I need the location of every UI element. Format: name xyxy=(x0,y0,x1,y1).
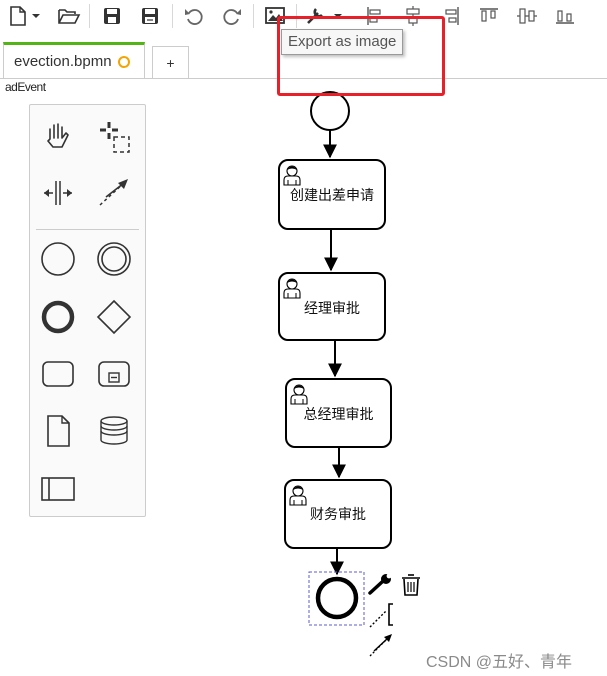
hand-icon xyxy=(47,123,69,148)
redo-button[interactable] xyxy=(218,4,246,28)
new-diagram-button[interactable] xyxy=(6,4,42,28)
create-intermediate-event[interactable] xyxy=(94,239,134,279)
tool-palette xyxy=(29,104,146,517)
context-pad-annotation-icon[interactable] xyxy=(369,603,393,628)
unsaved-indicator-icon xyxy=(117,55,130,68)
open-button[interactable] xyxy=(55,4,83,28)
context-pad-delete-icon[interactable] xyxy=(402,574,420,596)
tab-divider xyxy=(0,78,607,79)
global-connect-tool[interactable] xyxy=(94,173,134,213)
tab-evection-bpmn[interactable]: evection.bpmn xyxy=(3,42,145,78)
align-bottom-icon xyxy=(556,10,574,24)
end-event[interactable] xyxy=(315,576,359,620)
subprocess-icon xyxy=(98,361,130,387)
toolbar xyxy=(0,0,607,34)
tab-bar: evection.bpmn + xyxy=(0,42,607,79)
lasso-tool[interactable] xyxy=(94,117,134,157)
align-middle-button[interactable] xyxy=(514,4,540,28)
align-right-button[interactable] xyxy=(438,4,464,28)
create-data-store[interactable] xyxy=(94,411,134,451)
save-icon xyxy=(104,8,120,24)
create-start-event[interactable] xyxy=(38,239,78,279)
pool-icon xyxy=(41,477,75,501)
align-middle-icon xyxy=(517,8,537,24)
align-top-icon xyxy=(480,8,498,22)
end-event-icon xyxy=(41,300,75,334)
task-icon xyxy=(42,361,74,387)
space-tool[interactable] xyxy=(38,173,78,213)
create-end-event[interactable] xyxy=(38,297,78,337)
create-data-object[interactable] xyxy=(38,411,78,451)
align-bottom-button[interactable] xyxy=(552,4,578,28)
start-event-icon xyxy=(41,242,75,276)
task-label: 财务审批 xyxy=(310,506,366,522)
tab-label: evection.bpmn xyxy=(14,53,112,70)
undo-button[interactable] xyxy=(180,4,208,28)
data-object-icon xyxy=(47,415,70,447)
align-right-icon xyxy=(445,7,459,25)
create-subprocess[interactable] xyxy=(94,354,134,394)
save-as-button[interactable] xyxy=(136,4,164,28)
intermediate-event-icon xyxy=(97,242,131,276)
highlight-annotation-box xyxy=(277,16,445,96)
gateway-icon xyxy=(96,299,132,335)
file-icon xyxy=(10,6,40,26)
connect-arrow-icon xyxy=(99,179,128,206)
folder-open-icon xyxy=(58,9,81,24)
overlapping-label: adEvent xyxy=(5,80,46,94)
undo-icon xyxy=(185,9,203,25)
add-tab-button[interactable]: + xyxy=(152,46,189,78)
save-button[interactable] xyxy=(98,4,126,28)
selection-outline xyxy=(308,571,365,626)
align-top-button[interactable] xyxy=(476,4,502,28)
data-store-icon xyxy=(100,416,128,445)
palette-separator xyxy=(36,229,139,230)
export-tooltip: Export as image xyxy=(281,29,404,55)
space-tool-icon xyxy=(44,181,72,205)
task-manager-approval[interactable] xyxy=(278,272,386,341)
create-pool[interactable] xyxy=(38,469,78,509)
create-task[interactable] xyxy=(38,354,78,394)
create-gateway[interactable] xyxy=(94,297,134,337)
context-pad-connect-icon[interactable] xyxy=(369,634,392,657)
task-label: 总经理审批 xyxy=(303,406,374,422)
task-label: 经理审批 xyxy=(304,300,360,316)
watermark: CSDN @五好、青年 xyxy=(426,654,573,671)
lasso-icon xyxy=(100,122,130,153)
task-label: 创建出差申请 xyxy=(290,187,374,203)
save-as-icon xyxy=(142,8,158,24)
start-event[interactable] xyxy=(310,91,350,131)
hand-tool[interactable] xyxy=(38,117,78,157)
redo-icon xyxy=(223,9,241,25)
context-pad-wrench-icon[interactable] xyxy=(368,573,392,595)
